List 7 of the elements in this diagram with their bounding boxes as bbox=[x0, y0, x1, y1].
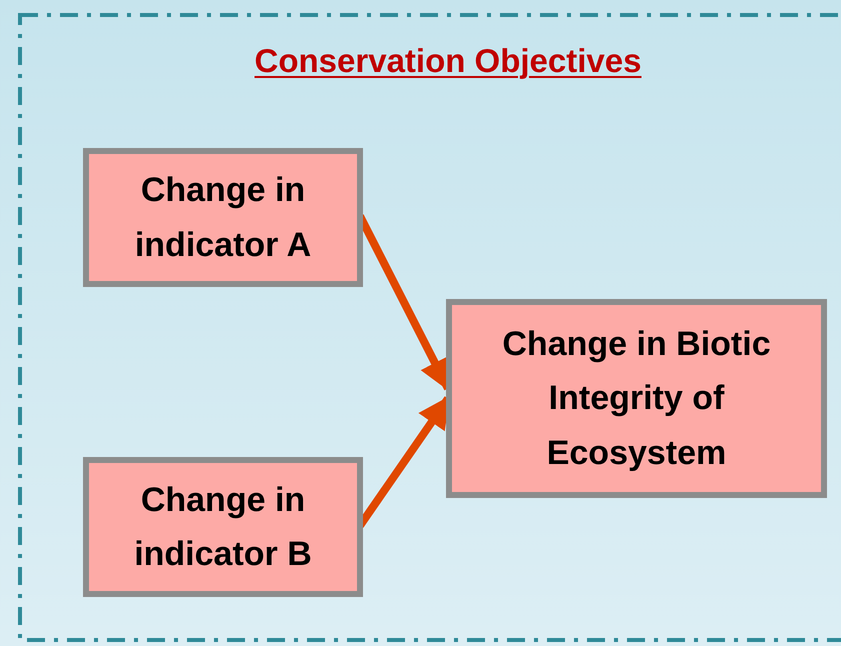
process-box bbox=[83, 148, 363, 287]
diagram-title: Conservation Objectives bbox=[254, 42, 642, 79]
box-label: Change in indicator B bbox=[133, 480, 313, 575]
box-label: Change in Biotic Integrity of Ecosystem bbox=[501, 324, 772, 474]
box-label: Change in indicator A bbox=[134, 170, 312, 266]
process-box bbox=[446, 299, 827, 498]
process-box bbox=[83, 457, 363, 597]
